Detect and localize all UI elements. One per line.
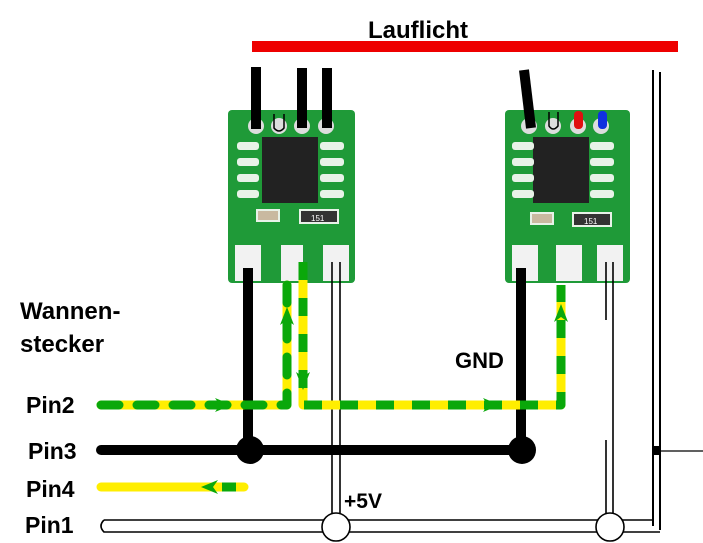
arrow-left-icon xyxy=(201,480,218,494)
pin1-label: Pin1 xyxy=(25,512,74,538)
connector-label-2: stecker xyxy=(20,331,104,358)
arrow-down-icon xyxy=(296,372,310,390)
module1-wire-red xyxy=(297,68,307,128)
pin2-label: Pin2 xyxy=(26,392,75,418)
module2-wire-white xyxy=(548,112,559,130)
data-wires xyxy=(96,262,566,492)
module2-wire-red xyxy=(574,111,583,129)
pin4-label: Pin4 xyxy=(26,476,75,502)
led-module-1: 151 xyxy=(228,110,355,283)
svg-text:151: 151 xyxy=(311,214,325,223)
arrow-up-icon xyxy=(554,304,568,322)
gnd-junction-1 xyxy=(236,436,264,464)
vcc-junction-1 xyxy=(321,512,351,542)
gnd-label: GND xyxy=(455,348,504,373)
module1-wire-gnd xyxy=(251,67,261,129)
title-label: Lauflicht xyxy=(368,17,468,44)
vcc-junction-2 xyxy=(595,512,625,542)
signal-arrows xyxy=(201,304,568,494)
lauflicht-bar xyxy=(252,41,678,52)
gnd-junction-2 xyxy=(508,436,536,464)
module1-wire-white xyxy=(273,114,285,132)
arrow-right-icon xyxy=(215,398,232,412)
module2-wire-gnd xyxy=(519,69,536,129)
vcc-label: +5V xyxy=(344,490,382,513)
led-module-2: 151 xyxy=(505,110,630,283)
connector-label-1: Wannen- xyxy=(20,298,120,325)
module1-wire-blue xyxy=(322,68,332,128)
pin3-label: Pin3 xyxy=(28,438,77,464)
rail-junction xyxy=(653,446,661,455)
module2-wire-blue xyxy=(598,111,607,129)
svg-text:151: 151 xyxy=(584,217,598,226)
arrow-up-icon xyxy=(280,307,294,325)
arrow-right-icon xyxy=(483,398,500,412)
